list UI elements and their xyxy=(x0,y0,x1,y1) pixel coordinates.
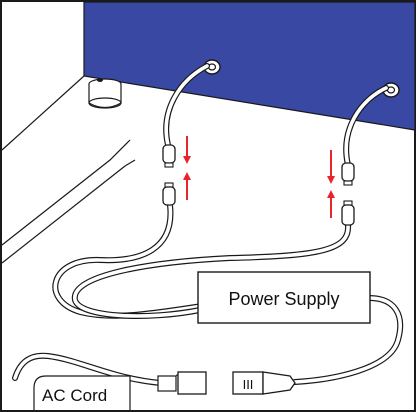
power-supply-label: Power Supply xyxy=(228,289,339,309)
power-supply-cables xyxy=(52,202,352,319)
left-device-cable xyxy=(163,63,210,148)
ac-plug: III xyxy=(232,371,296,395)
plug-marking: III xyxy=(243,377,254,392)
enclosure-foot xyxy=(88,78,122,109)
ac-cord-label-box xyxy=(33,375,131,410)
table-edge xyxy=(1,75,136,264)
left-inline-connector xyxy=(162,144,176,206)
blue-enclosure xyxy=(83,1,416,131)
ac-cord-label: AC Cord xyxy=(42,386,107,405)
iec-connector xyxy=(157,371,207,395)
ac-output-cable xyxy=(292,295,404,385)
right-device-cable xyxy=(343,85,389,168)
right-inline-connector xyxy=(341,162,355,226)
power-supply-box xyxy=(197,271,371,324)
